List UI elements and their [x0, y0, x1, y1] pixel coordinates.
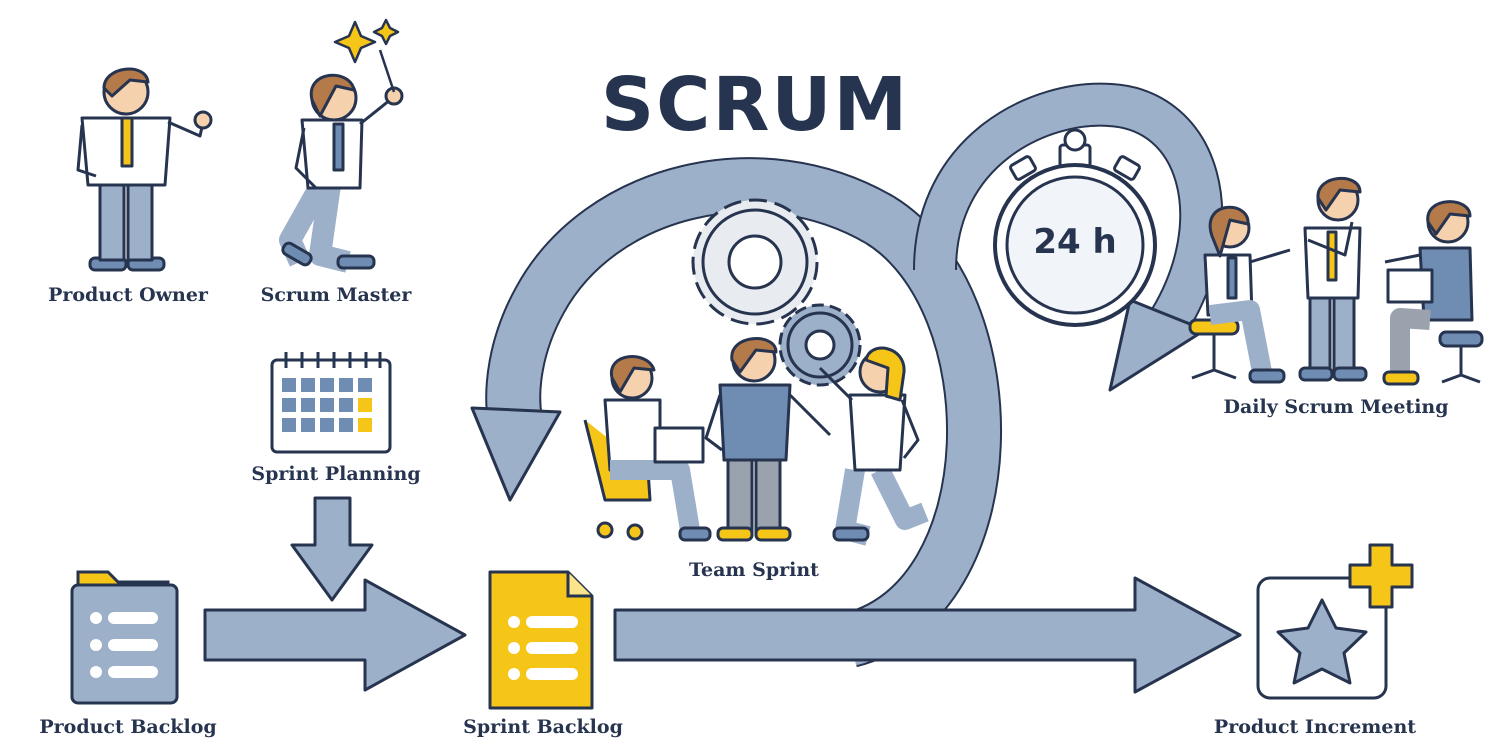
sprint-backlog-icon [488, 570, 594, 710]
sprint-cycle-arrow [470, 157, 1003, 668]
large-gear-icon [691, 198, 819, 326]
team-member-standing-figure [704, 337, 832, 542]
daily-meeting-woman-figure [1188, 205, 1291, 384]
plus-icon [1348, 543, 1414, 609]
sparkle-icon [333, 18, 400, 64]
sprint-planning-label: Sprint Planning [251, 463, 421, 485]
calendar-icon [270, 352, 392, 454]
team-member-pointing-figure [818, 346, 929, 546]
diagram-title: SCRUM [600, 62, 910, 148]
product-owner-figure [76, 67, 213, 272]
small-gear-icon [778, 303, 862, 387]
product-owner-label: Product Owner [48, 284, 208, 306]
scrum-master-label: Scrum Master [260, 284, 412, 306]
product-increment-icon [1256, 543, 1414, 700]
backlog-to-sprint-arrow [203, 578, 467, 692]
daily-meeting-laptop-figure [1382, 200, 1484, 386]
team-sprint-label: Team Sprint [689, 559, 819, 581]
stopwatch-icon [993, 128, 1157, 327]
planning-down-arrow [290, 496, 374, 602]
sprint-backlog-label: Sprint Backlog [463, 716, 623, 738]
daily-scrum-meeting-label: Daily Scrum Meeting [1223, 396, 1449, 418]
product-backlog-label: Product Backlog [39, 716, 217, 738]
product-increment-label: Product Increment [1213, 716, 1417, 738]
sprint-to-increment-arrow [613, 576, 1242, 694]
timer-label: 24 h [1033, 222, 1117, 262]
daily-meeting-thinking-figure [1298, 177, 1368, 382]
scrum-master-figure [279, 49, 404, 273]
team-member-laptop-figure [583, 355, 712, 542]
product-backlog-icon [70, 570, 179, 705]
daily-cycle-arrow [913, 82, 1224, 392]
